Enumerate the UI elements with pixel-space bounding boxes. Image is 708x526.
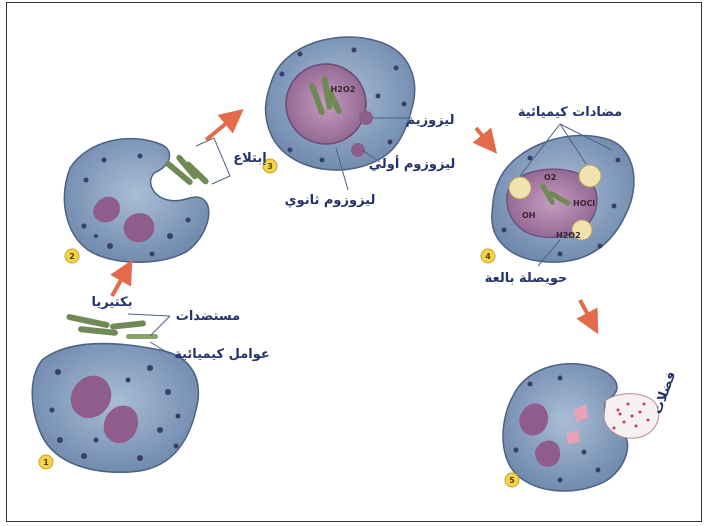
step-marker: 1 — [39, 455, 53, 469]
chem-o2: O2 — [544, 173, 556, 182]
chem-oh: OH — [522, 211, 536, 220]
label-waste: فضلات — [650, 369, 679, 416]
primary-lysosome — [359, 111, 373, 125]
label-primary-lysosome: ليزوزوم أولي — [369, 155, 456, 172]
step-number: 5 — [509, 476, 515, 485]
step-number: 4 — [485, 252, 491, 261]
step-marker: 2 — [65, 249, 79, 263]
arrow-1-to-2[interactable] — [112, 264, 130, 296]
label-ingestion: إبتلاع — [233, 151, 266, 166]
chem-h2o2-4: H2O2 — [556, 231, 581, 240]
chem-h2o2-3: H2O2 — [331, 85, 356, 94]
bacteria-group — [66, 313, 158, 339]
label-chemical-antagonists: مضادات كيميائية — [518, 105, 622, 120]
cell-1 — [32, 344, 198, 473]
leader-line — [150, 316, 170, 336]
label-bacteria: بكتيريا — [92, 295, 133, 310]
step-marker: 5 — [505, 473, 519, 487]
engulfed-bacteria — [164, 154, 210, 187]
arrow-4-to-5[interactable] — [580, 300, 596, 330]
arrow-2-to-3[interactable] — [206, 112, 240, 140]
cell-4 — [492, 135, 634, 262]
arrow-3-to-4[interactable] — [476, 128, 494, 150]
label-lysozyme: ليزوزيم — [406, 113, 455, 128]
label-secondary-lysosome: ليزوزوم ثانوي — [285, 193, 376, 208]
chem-hocl: HOCl — [573, 199, 595, 208]
label-antigens: مستضدات — [176, 309, 240, 324]
step-number: 2 — [69, 252, 75, 261]
label-phagocytic-vesicle: حويصلة بالعة — [485, 271, 568, 286]
cell-3 — [266, 37, 415, 170]
step-number: 3 — [267, 162, 273, 171]
step-marker: 4 — [481, 249, 495, 263]
leader-line — [128, 314, 170, 316]
step-number: 1 — [43, 458, 49, 467]
label-chemical-factors: عوامل كيميائية — [174, 347, 270, 362]
cell-2 — [64, 139, 209, 263]
